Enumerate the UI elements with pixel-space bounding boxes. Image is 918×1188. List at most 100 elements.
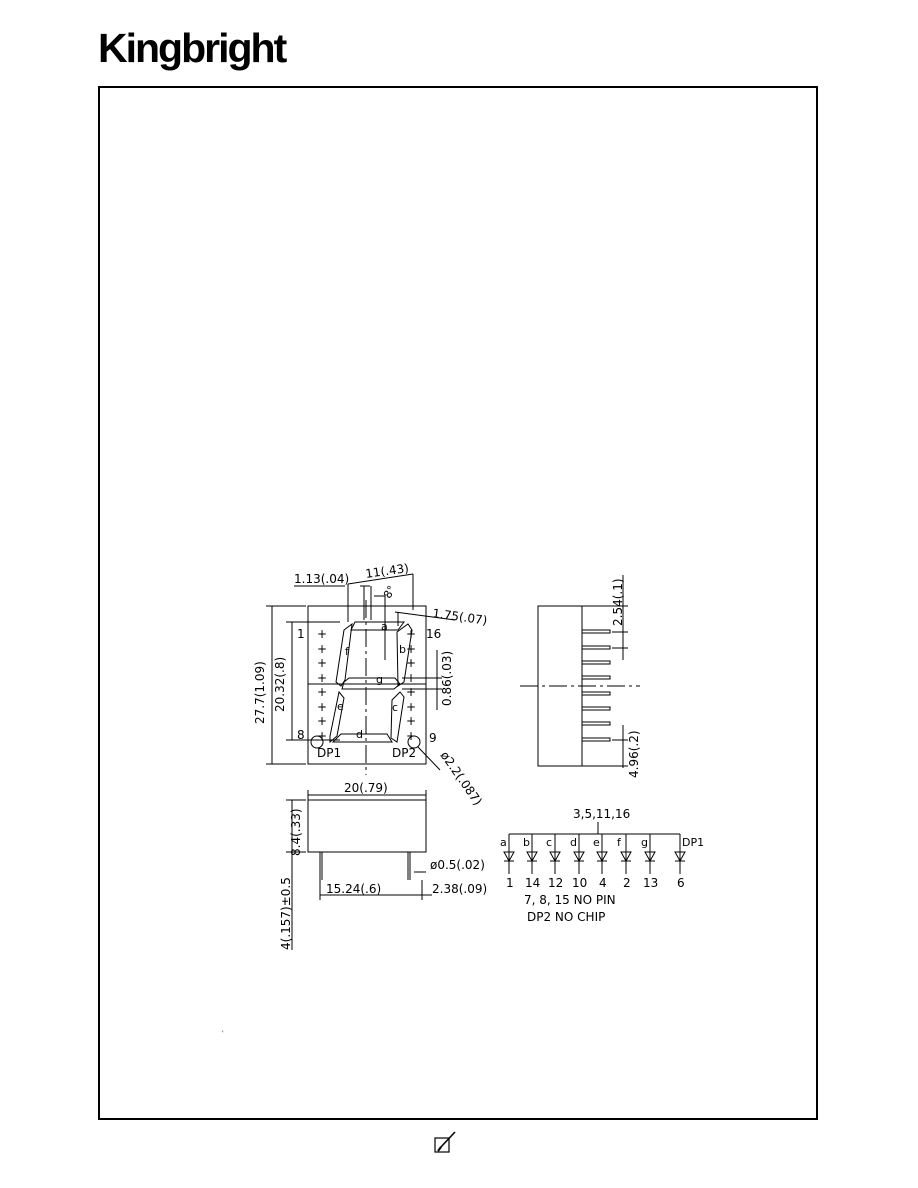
bottom-body: [307, 799, 427, 853]
drawing-frame: [98, 86, 818, 1120]
note-no-pin: 7, 8, 15 NO PIN: [524, 893, 616, 907]
front-view: 11(.43) 1.13(.04) 8° 1.75(.07) 27.7(1.09…: [253, 561, 488, 808]
dp1-label: DP1: [317, 746, 341, 760]
segment-label-a: a: [381, 620, 388, 633]
diode-3: [549, 851, 561, 863]
side-pin-7: [581, 721, 611, 726]
circuit-pin-5: 4: [599, 876, 607, 890]
segment-e: [329, 690, 345, 744]
side-pin-5: [581, 691, 611, 696]
diode-4: [573, 851, 585, 863]
side-pin-1: [581, 629, 611, 634]
pin-mark-left-4: +: [317, 671, 327, 685]
circuit-pin-2: 14: [525, 876, 540, 890]
dim-seg-gap: 0.86(.03): [440, 651, 454, 706]
circuit-pin-3: 12: [548, 876, 563, 890]
pin-mark-right-7: +: [406, 714, 416, 728]
segment-g: [341, 677, 401, 690]
segment-c: [390, 691, 405, 743]
segment-f: [335, 622, 353, 687]
circuit-segment-4: d: [570, 836, 577, 849]
pin-marks-right: ++++++++: [406, 627, 416, 743]
segment-d: [331, 733, 393, 743]
kingbright-logo: Kingbright: [98, 25, 287, 71]
dim-pin-len: 4(.157)±0.5: [279, 877, 293, 950]
pin-mark-left-5: +: [317, 685, 327, 699]
circuit-pin-4: 10: [572, 876, 587, 890]
circuit-segment-7: g: [641, 836, 648, 849]
circuit-pin-8: 6: [677, 876, 685, 890]
diode-1: [503, 851, 515, 863]
dim-bottom-width: 20(.79): [344, 781, 388, 795]
dim-dp: ø2.2(.087): [438, 749, 485, 808]
pin-label-9: 9: [429, 731, 437, 745]
pin-label-16: 16: [426, 627, 441, 641]
diode-8: [674, 851, 686, 863]
front-body: [307, 605, 427, 765]
side-pin-2: [581, 645, 611, 650]
segment-label-g: g: [376, 673, 383, 686]
pin-mark-left-1: +: [317, 627, 327, 641]
segment-label-e: e: [337, 700, 344, 713]
diode-7: [644, 851, 656, 863]
dim-pitch: 2.54(.1): [611, 578, 625, 626]
circuit-pin-6: 2: [623, 876, 631, 890]
dim-thickness: 8.4(.33): [289, 808, 303, 856]
dim-height-digit: 20.32(.8): [273, 657, 287, 712]
dim-seg-right: 1.75(.07): [432, 606, 489, 628]
circuit-segment-2: b: [523, 836, 530, 849]
dim-pin-length: 4.96(.2): [627, 730, 641, 778]
segment-label-d: d: [356, 728, 363, 741]
pin-mark-left-2: +: [317, 642, 327, 656]
pin-mark-right-3: +: [406, 656, 416, 670]
dp2-circle: [407, 735, 421, 749]
dim-edge: 2.38(.09): [432, 882, 487, 896]
segment-label-c: c: [392, 701, 398, 714]
pin-mark-right-2: +: [406, 642, 416, 656]
pin-mark-left-7: +: [317, 714, 327, 728]
pin-label-1: 1: [297, 627, 305, 641]
circuit-pin-1: 1: [506, 876, 514, 890]
pen-icon: [434, 1131, 456, 1153]
side-pin-8: [581, 737, 611, 742]
circuit-segment-8: DP1: [682, 836, 704, 849]
bottom-view: 20(.79) 8.4(.33) 4(.157)±0.5 15.24(.6) 2…: [279, 781, 487, 950]
diode-6: [620, 851, 632, 863]
segment-label-b: b: [399, 643, 406, 656]
diode-2: [526, 851, 538, 863]
dim-tilt: 8°: [381, 583, 399, 600]
pin-mark-right-1: +: [406, 627, 416, 641]
segment-b: [396, 623, 413, 687]
circuit-segment-6: f: [617, 836, 622, 849]
side-view: 2.54(.1) 4.96(.2): [520, 575, 641, 778]
pin-label-8: 8: [297, 728, 305, 742]
common-pins-label: 3,5,11,16: [573, 807, 630, 821]
pin-mark-right-8: +: [406, 729, 416, 743]
note-no-chip: DP2 NO CHIP: [527, 910, 605, 924]
dim-width-top: 11(.43): [364, 561, 409, 581]
circuit-segment-3: c: [546, 836, 552, 849]
segment-label-f: f: [345, 645, 350, 658]
pin-mark-left-6: +: [317, 700, 327, 714]
dim-row-span: 15.24(.6): [326, 882, 381, 896]
side-pin-4: [581, 675, 611, 680]
side-pin-3: [581, 660, 611, 665]
dp2-label: DP2: [392, 746, 416, 760]
pin-mark-right-5: +: [406, 685, 416, 699]
segment-a: [350, 621, 405, 631]
circuit-segment-1: a: [500, 836, 507, 849]
side-pins: [581, 629, 611, 742]
side-pin-6: [581, 706, 611, 711]
pin-mark-left-8: +: [317, 729, 327, 743]
pin-mark-left-3: +: [317, 656, 327, 670]
diode-5: [596, 851, 608, 863]
dim-pin-dia: ø0.5(.02): [430, 858, 485, 872]
page-mark: ': [222, 1030, 224, 1037]
dim-seg-width: 1.13(.04): [294, 572, 349, 586]
dim-height-total: 27.7(1.09): [253, 661, 267, 724]
pin-mark-right-6: +: [406, 700, 416, 714]
pin-marks-left: ++++++++: [317, 627, 327, 743]
